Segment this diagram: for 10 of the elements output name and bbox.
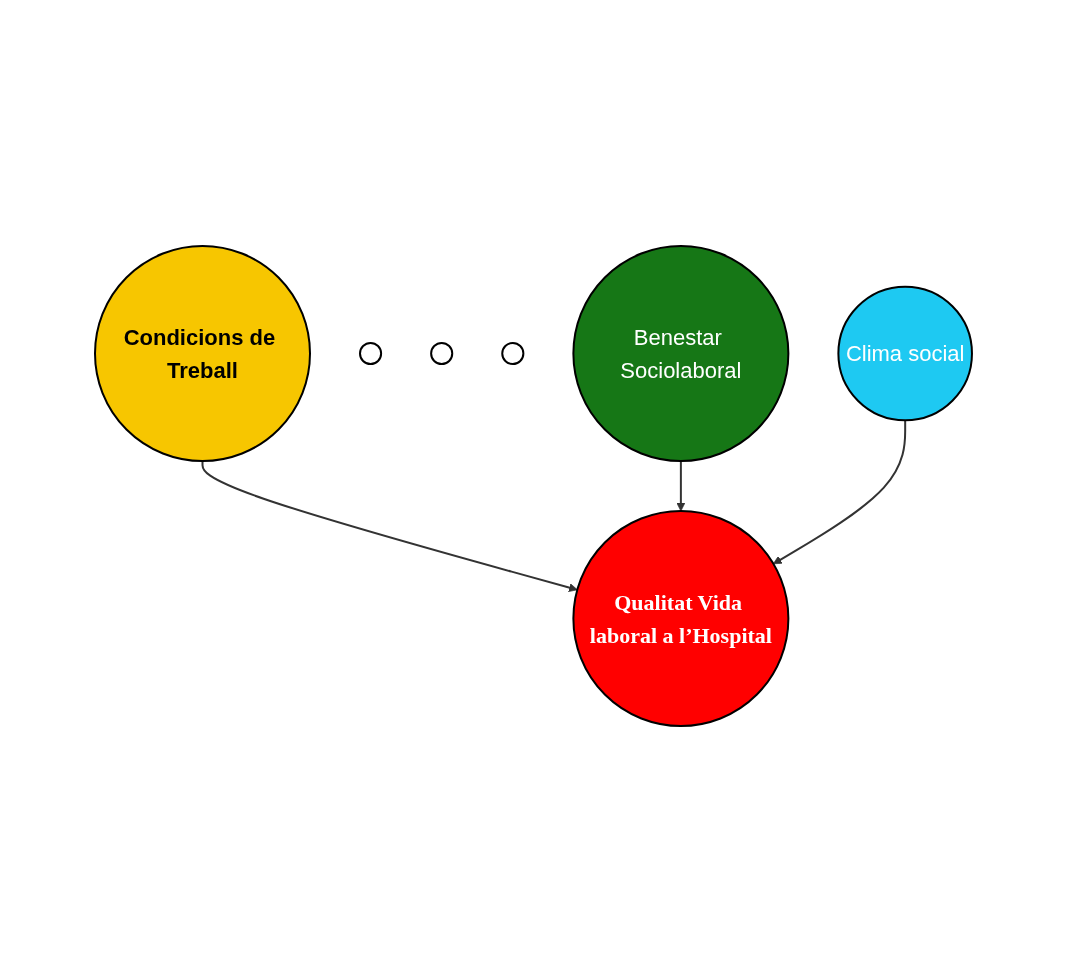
arrow — [676, 459, 685, 511]
node-circle: Clima social — [836, 285, 973, 421]
node-circle — [358, 341, 382, 365]
node-circle: Condicions de Treball — [93, 244, 311, 462]
arrow — [201, 459, 578, 592]
node-circle: Benestar Sociolaboral — [571, 244, 789, 462]
node-circle — [500, 341, 524, 365]
arrow — [772, 418, 906, 564]
node-circle — [429, 341, 453, 365]
node-circle: Qualitat Vida laboral a l’Hospital — [571, 509, 789, 727]
